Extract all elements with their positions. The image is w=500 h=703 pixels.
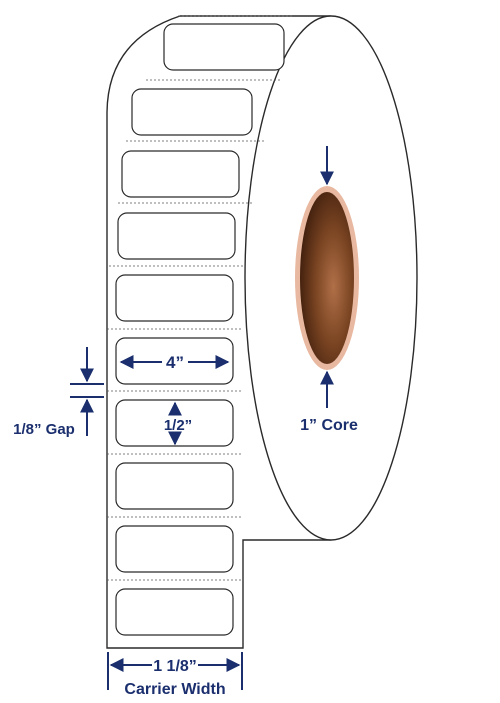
label [121,150,240,198]
label [131,88,253,136]
label-width-text: 4” [166,353,184,372]
core-text: 1” Core [300,417,358,434]
labels [115,23,285,636]
label [163,23,285,71]
carrier-width-caption-text: Carrier Width [124,681,225,698]
label [115,399,234,447]
label [115,525,234,573]
label [115,588,234,636]
label [115,462,234,510]
gap-lines [107,15,292,581]
gap-dimension [70,347,104,436]
label [115,337,234,385]
carrier-width-dimension [107,652,243,690]
label [117,212,236,260]
gap-text: 1/8” Gap [13,421,75,438]
label [115,274,234,322]
carrier-width-value-text: 1 1/8” [153,658,197,675]
core-hole [300,192,354,364]
label-height-text: 1/2” [164,417,192,434]
